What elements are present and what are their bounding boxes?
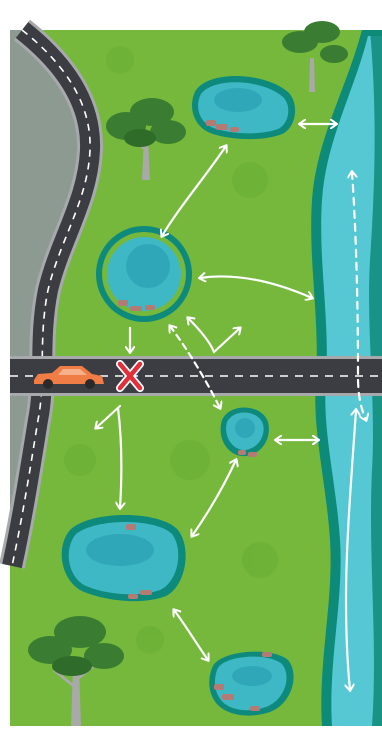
pond-lower <box>62 515 186 601</box>
pond-middle <box>96 226 192 322</box>
